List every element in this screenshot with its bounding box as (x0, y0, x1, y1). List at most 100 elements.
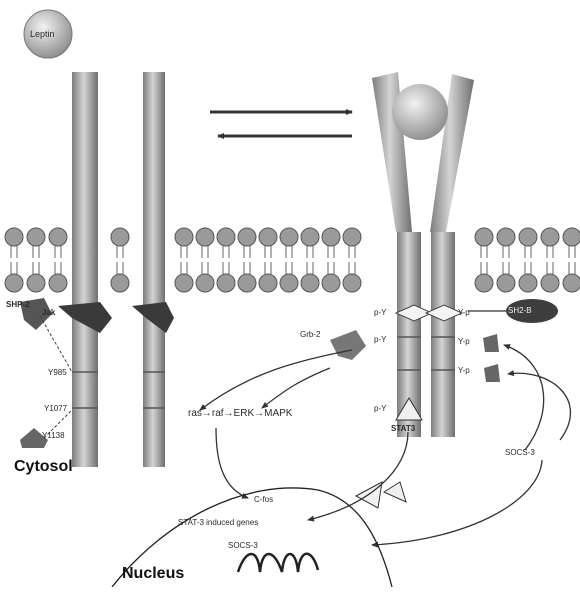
lipid-tail (244, 246, 250, 258)
lipid-tail (11, 246, 17, 258)
lipid-tail (525, 246, 531, 258)
lipid-head (541, 228, 559, 246)
residue-y1138: Y1138 (42, 431, 65, 440)
lipid-tail (223, 262, 229, 274)
lipid-head (519, 228, 537, 246)
lipid-head (27, 228, 45, 246)
phospho-label-1: p-Y (374, 308, 386, 317)
lipid-head (259, 228, 277, 246)
phospho-label-6: Y-p (458, 366, 470, 375)
phospho-label-5: Y-p (458, 337, 470, 346)
lipid-tail (503, 246, 509, 258)
lipid-tail (286, 262, 292, 274)
lipid-head (259, 274, 277, 292)
lipid-head (217, 274, 235, 292)
cytosol-label: Cytosol (14, 458, 73, 476)
lipid-tail (328, 246, 334, 258)
lipid-tail (547, 246, 553, 258)
lipid-tail (117, 262, 123, 274)
lipid-head (301, 274, 319, 292)
phospho-label-3: p-Y (374, 404, 386, 413)
lipid-head (497, 274, 515, 292)
shp2-label: SHP-2 (6, 300, 30, 309)
mapk-pathway-label: ras→raf→ERK→MAPK (188, 408, 292, 419)
lipid-head (49, 228, 67, 246)
lipid-head (301, 228, 319, 246)
lipid-tail (244, 262, 250, 274)
lipid-tail (55, 246, 61, 258)
lipid-tail (117, 246, 123, 258)
lipid-tail (11, 262, 17, 274)
lipid-tail (307, 246, 313, 258)
lipid-head (111, 228, 129, 246)
lipid-head (49, 274, 67, 292)
lipid-head (475, 228, 493, 246)
lipid-tail (265, 262, 271, 274)
lipid-tail (202, 246, 208, 258)
lipid-head (280, 274, 298, 292)
lipid-tail (223, 246, 229, 258)
gene-stat3-induced: STAT-3 induced genes (178, 518, 258, 527)
lipid-head (217, 228, 235, 246)
dashed-links (40, 316, 72, 438)
lipid-head (238, 274, 256, 292)
lipid-tail (202, 262, 208, 274)
residue-y985: Y985 (48, 368, 67, 377)
stat3-label: STAT3 (391, 424, 415, 433)
lipid-tail (349, 262, 355, 274)
lipid-head (541, 274, 559, 292)
lipid-tail (349, 246, 355, 258)
lipid-head (343, 274, 361, 292)
jak-label: Jak (42, 308, 55, 317)
lipid-head (27, 274, 45, 292)
lipid-head (238, 228, 256, 246)
lipid-tail (55, 262, 61, 274)
socs3-dock-b (484, 364, 500, 382)
lipid-head (475, 274, 493, 292)
leptin-bound-ball (392, 84, 448, 140)
lipid-tail (569, 262, 575, 274)
grb2-shape (330, 330, 366, 360)
phospho-label-2: p-Y (374, 335, 386, 344)
lipid-head (196, 228, 214, 246)
lipid-tail (265, 246, 271, 258)
sh2b-label: SH2-B (508, 306, 532, 315)
leptin-label: Leptin (30, 29, 55, 39)
dna-strand (238, 554, 318, 572)
lipid-head (175, 274, 193, 292)
lipid-head (563, 274, 580, 292)
lipid-head (175, 228, 193, 246)
lipid-tail (525, 262, 531, 274)
lipid-head (280, 228, 298, 246)
lipid-head (196, 274, 214, 292)
socs3-dock-a (483, 334, 499, 352)
lipid-tail (181, 246, 187, 258)
lipid-head (563, 228, 580, 246)
lipid-head (497, 228, 515, 246)
socs3-cytosol-label: SOCS-3 (505, 448, 535, 457)
lipid-tail (307, 262, 313, 274)
lipid-tail (33, 246, 39, 258)
lipid-tail (481, 246, 487, 258)
lipid-head (343, 228, 361, 246)
lipid-head (322, 274, 340, 292)
stat3-dimer-b (384, 482, 406, 502)
nucleus-label: Nucleus (122, 565, 184, 583)
lipid-head (322, 228, 340, 246)
gene-socs3: SOCS-3 (228, 541, 258, 550)
lipid-tail (33, 262, 39, 274)
lipid-head (5, 274, 23, 292)
grb2-label: Grb-2 (300, 330, 320, 339)
phospho-label-4: Y-p (458, 308, 470, 317)
lipid-tail (547, 262, 553, 274)
lipid-tail (503, 262, 509, 274)
signal-arrows (200, 345, 570, 545)
lipid-head (111, 274, 129, 292)
lipid-tail (328, 262, 334, 274)
lipid-head (519, 274, 537, 292)
lipid-tail (481, 262, 487, 274)
lipid-tail (181, 262, 187, 274)
lipid-tail (286, 246, 292, 258)
